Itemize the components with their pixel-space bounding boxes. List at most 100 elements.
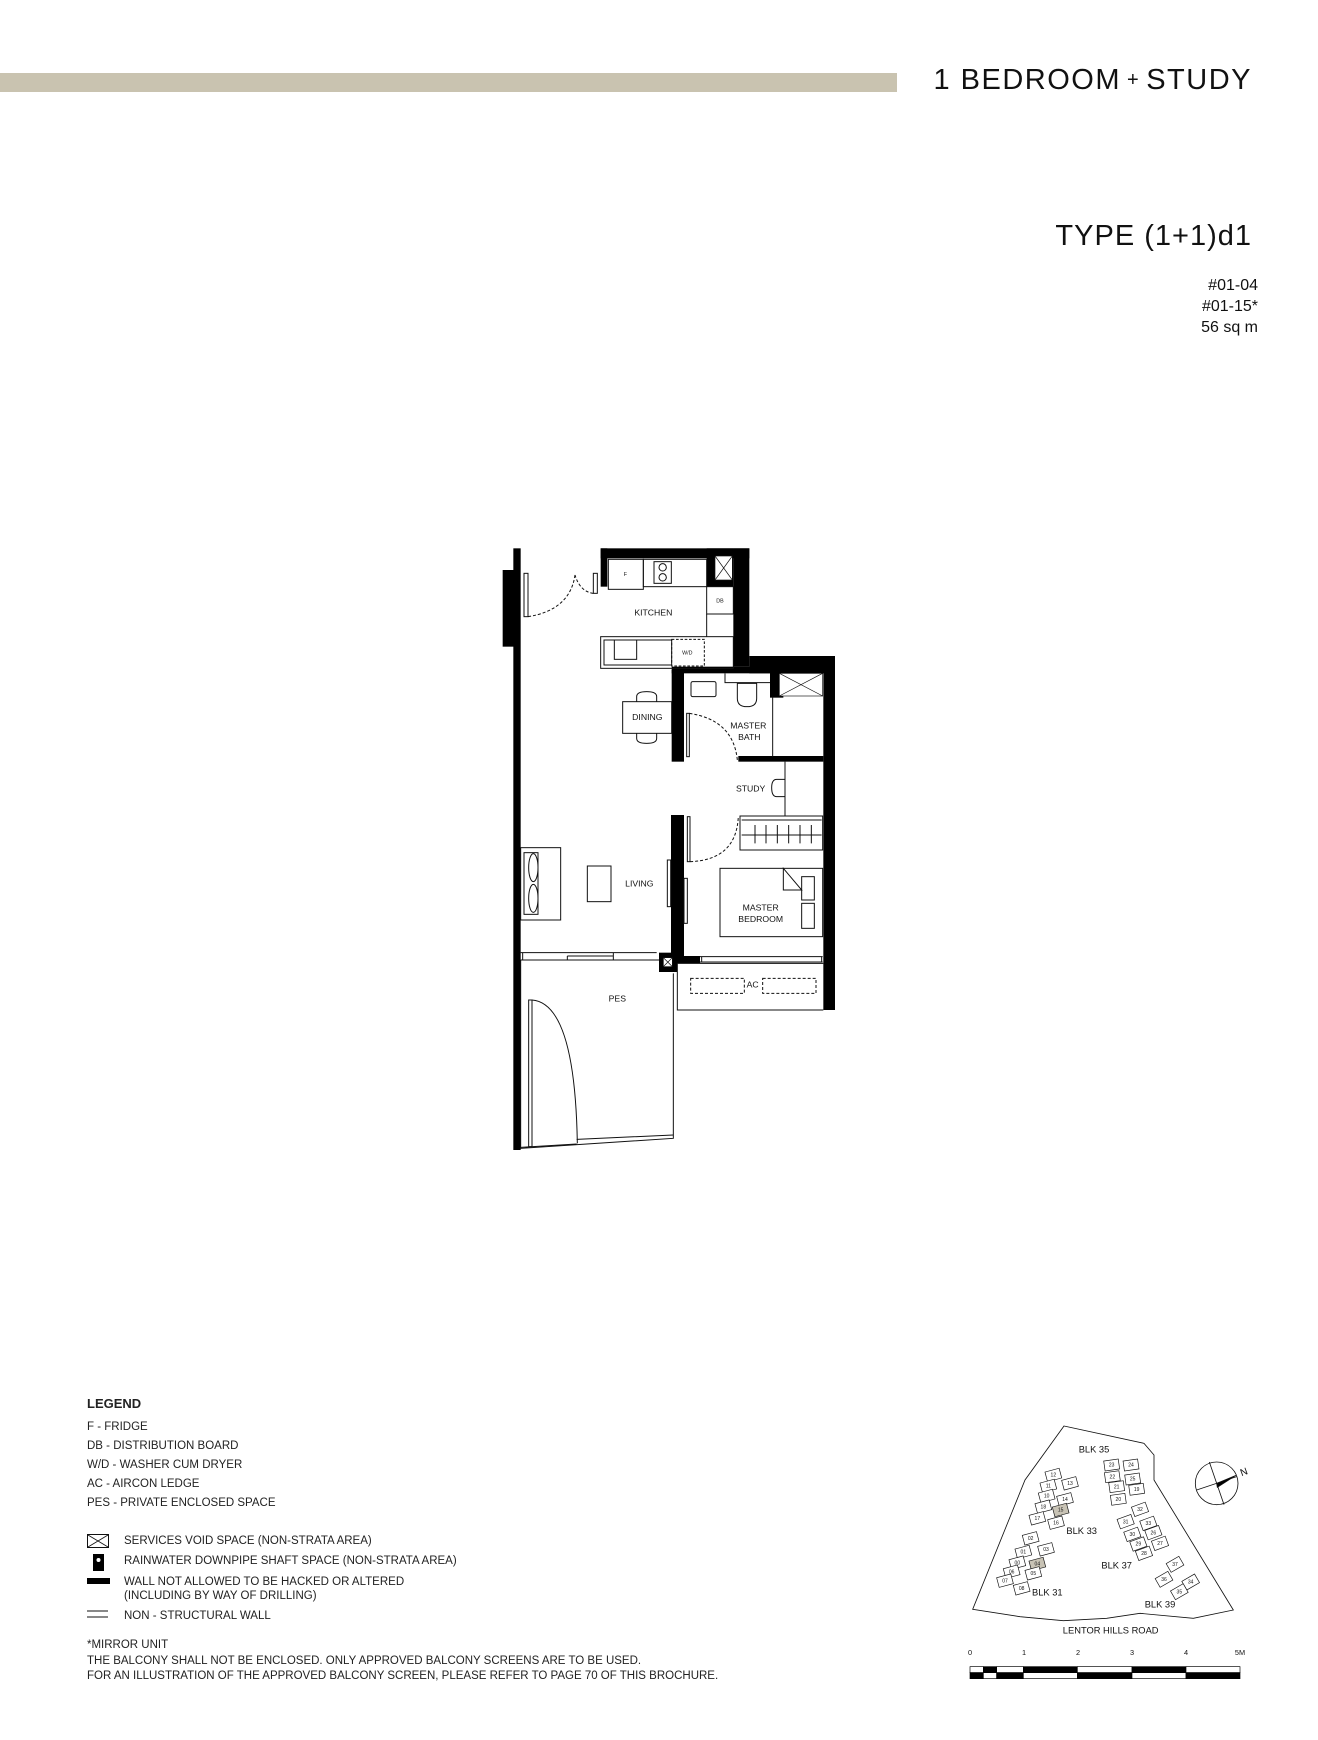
road-label: LENTOR HILLS ROAD	[1063, 1625, 1159, 1635]
scale-segment	[969, 1666, 984, 1673]
scale-segment	[1131, 1672, 1187, 1679]
legend-item: W/D - WASHER CUM DRYER	[87, 1459, 243, 1471]
unit-block	[1061, 1476, 1079, 1491]
block-label: BLK 35	[1079, 1445, 1110, 1455]
unit-block	[1034, 1499, 1053, 1514]
unit-number: #01-15*	[1201, 298, 1258, 315]
unit-block	[1150, 1535, 1170, 1551]
room-label-study: STUDY	[736, 784, 766, 794]
unit-number-label: 35	[1177, 1589, 1183, 1595]
unit-number-label: 25	[1130, 1477, 1136, 1483]
unit-number-label: 26	[1151, 1530, 1157, 1536]
block-label: BLK 31	[1032, 1588, 1063, 1598]
unit-block	[1103, 1470, 1121, 1484]
legend-item: PES - PRIVATE ENCLOSED SPACE	[87, 1497, 276, 1509]
room-label-dining: DINING	[632, 712, 663, 722]
unit-number-label: 03	[1043, 1547, 1049, 1553]
unit-number-label: 08	[1019, 1586, 1025, 1592]
scale-segment	[1022, 1666, 1078, 1673]
unit-number-label: 32	[1137, 1507, 1143, 1513]
unit-area: 56 sq m	[1201, 319, 1258, 336]
unit-number-label: 19	[1134, 1487, 1140, 1493]
unit-block	[1024, 1566, 1043, 1581]
unit-number-label: 10	[1044, 1494, 1050, 1500]
unit-block	[1129, 1536, 1148, 1552]
unit-number-label: 02	[1028, 1536, 1034, 1542]
room-label-master-bedroom: MASTER	[743, 903, 779, 913]
unit-block	[1116, 1514, 1135, 1530]
dining-table	[622, 701, 673, 734]
services-void-icon	[662, 555, 823, 967]
unit-block	[1109, 1492, 1127, 1506]
unit-number-label: 34	[1188, 1580, 1194, 1586]
fixture-label-wd: W/D	[682, 650, 693, 656]
unit-number-label: 05	[1031, 1571, 1037, 1577]
unit-block	[1108, 1480, 1126, 1494]
scale-segment	[996, 1666, 1024, 1673]
bed	[719, 867, 824, 938]
note: THE BALCONY SHALL NOT BE ENCLOSED. ONLY …	[87, 1654, 642, 1667]
compass-icon: N	[1194, 1461, 1250, 1506]
unit-number-label: 29	[1136, 1542, 1142, 1548]
unit-block	[1139, 1515, 1158, 1531]
room-label-master-bath: MASTER	[730, 720, 766, 730]
rainwater-shaft-icon	[93, 1554, 104, 1571]
scale-segment	[1022, 1672, 1078, 1679]
north-label: N	[1239, 1466, 1250, 1479]
unit-block	[1123, 1526, 1142, 1542]
legend-item: AC - AIRCON LEDGE	[87, 1478, 200, 1490]
scale-label: 4	[1184, 1648, 1188, 1657]
structural-wall-icon	[87, 1578, 110, 1584]
unit-number: #01-04	[1208, 277, 1258, 294]
block-label: BLK 37	[1101, 1560, 1132, 1570]
unit-block	[1144, 1525, 1163, 1541]
unit-number-label: 33	[1146, 1521, 1152, 1527]
unit-number-label: 12	[1051, 1473, 1057, 1479]
scale-label: 1	[1022, 1648, 1026, 1657]
unit-number-label: 37	[1172, 1562, 1178, 1568]
unit-number-label: 06	[1009, 1569, 1015, 1575]
unit-number-label: 20	[1116, 1497, 1122, 1503]
unit-type: TYPE (1+1)d1	[1055, 220, 1252, 252]
scale-label: 0	[968, 1648, 972, 1657]
legend-item: F - FRIDGE	[87, 1421, 148, 1433]
toilet	[736, 682, 758, 708]
unit-number-label: 13	[1067, 1481, 1073, 1487]
room-label-master-bedroom: BEDROOM	[738, 914, 783, 924]
unit-number-label: 07	[1002, 1578, 1008, 1584]
study-chair	[771, 778, 785, 798]
unit-number-label: 23	[1109, 1463, 1115, 1469]
fixture-label-db: DB	[716, 599, 724, 605]
unit-number-label: 11	[1046, 1484, 1051, 1490]
unit-number-label: 01	[1021, 1550, 1027, 1556]
wardrobe	[739, 815, 824, 851]
unit-block	[1014, 1544, 1033, 1560]
unit-number-label: 15	[1058, 1508, 1064, 1514]
scale-segment	[983, 1672, 997, 1679]
note: *MIRROR UNIT	[87, 1639, 169, 1651]
site-boundary	[972, 1425, 1234, 1622]
scale-label: 2	[1076, 1648, 1080, 1657]
unit-block	[1122, 1458, 1140, 1472]
page-title: 1 BEDROOM+STUDY	[933, 64, 1252, 96]
unit-number-label: 04	[1035, 1562, 1041, 1568]
room-label-master-bath: BATH	[738, 732, 760, 742]
coffee-table	[586, 865, 612, 903]
unit-number-label: 36	[1161, 1577, 1167, 1583]
room-label-pes: PES	[609, 994, 627, 1004]
services-void-icon	[87, 1534, 109, 1548]
unit-number-label: 21	[1114, 1484, 1120, 1490]
legend-heading: LEGEND	[87, 1396, 142, 1411]
room-label-ac: AC	[747, 979, 759, 989]
notes: *MIRROR UNIT THE BALCONY SHALL NOT BE EN…	[87, 1638, 718, 1685]
room-label-living: LIVING	[625, 879, 654, 889]
unit-block	[1047, 1515, 1065, 1530]
unit-number-label: 27	[1157, 1541, 1163, 1547]
unit-number-label: 28	[1141, 1551, 1147, 1557]
scale-label: 5M	[1235, 1648, 1245, 1657]
scale-segment	[1077, 1672, 1133, 1679]
unit-number-label: 31	[1123, 1519, 1129, 1525]
unit-number-label: 24	[1128, 1463, 1134, 1469]
